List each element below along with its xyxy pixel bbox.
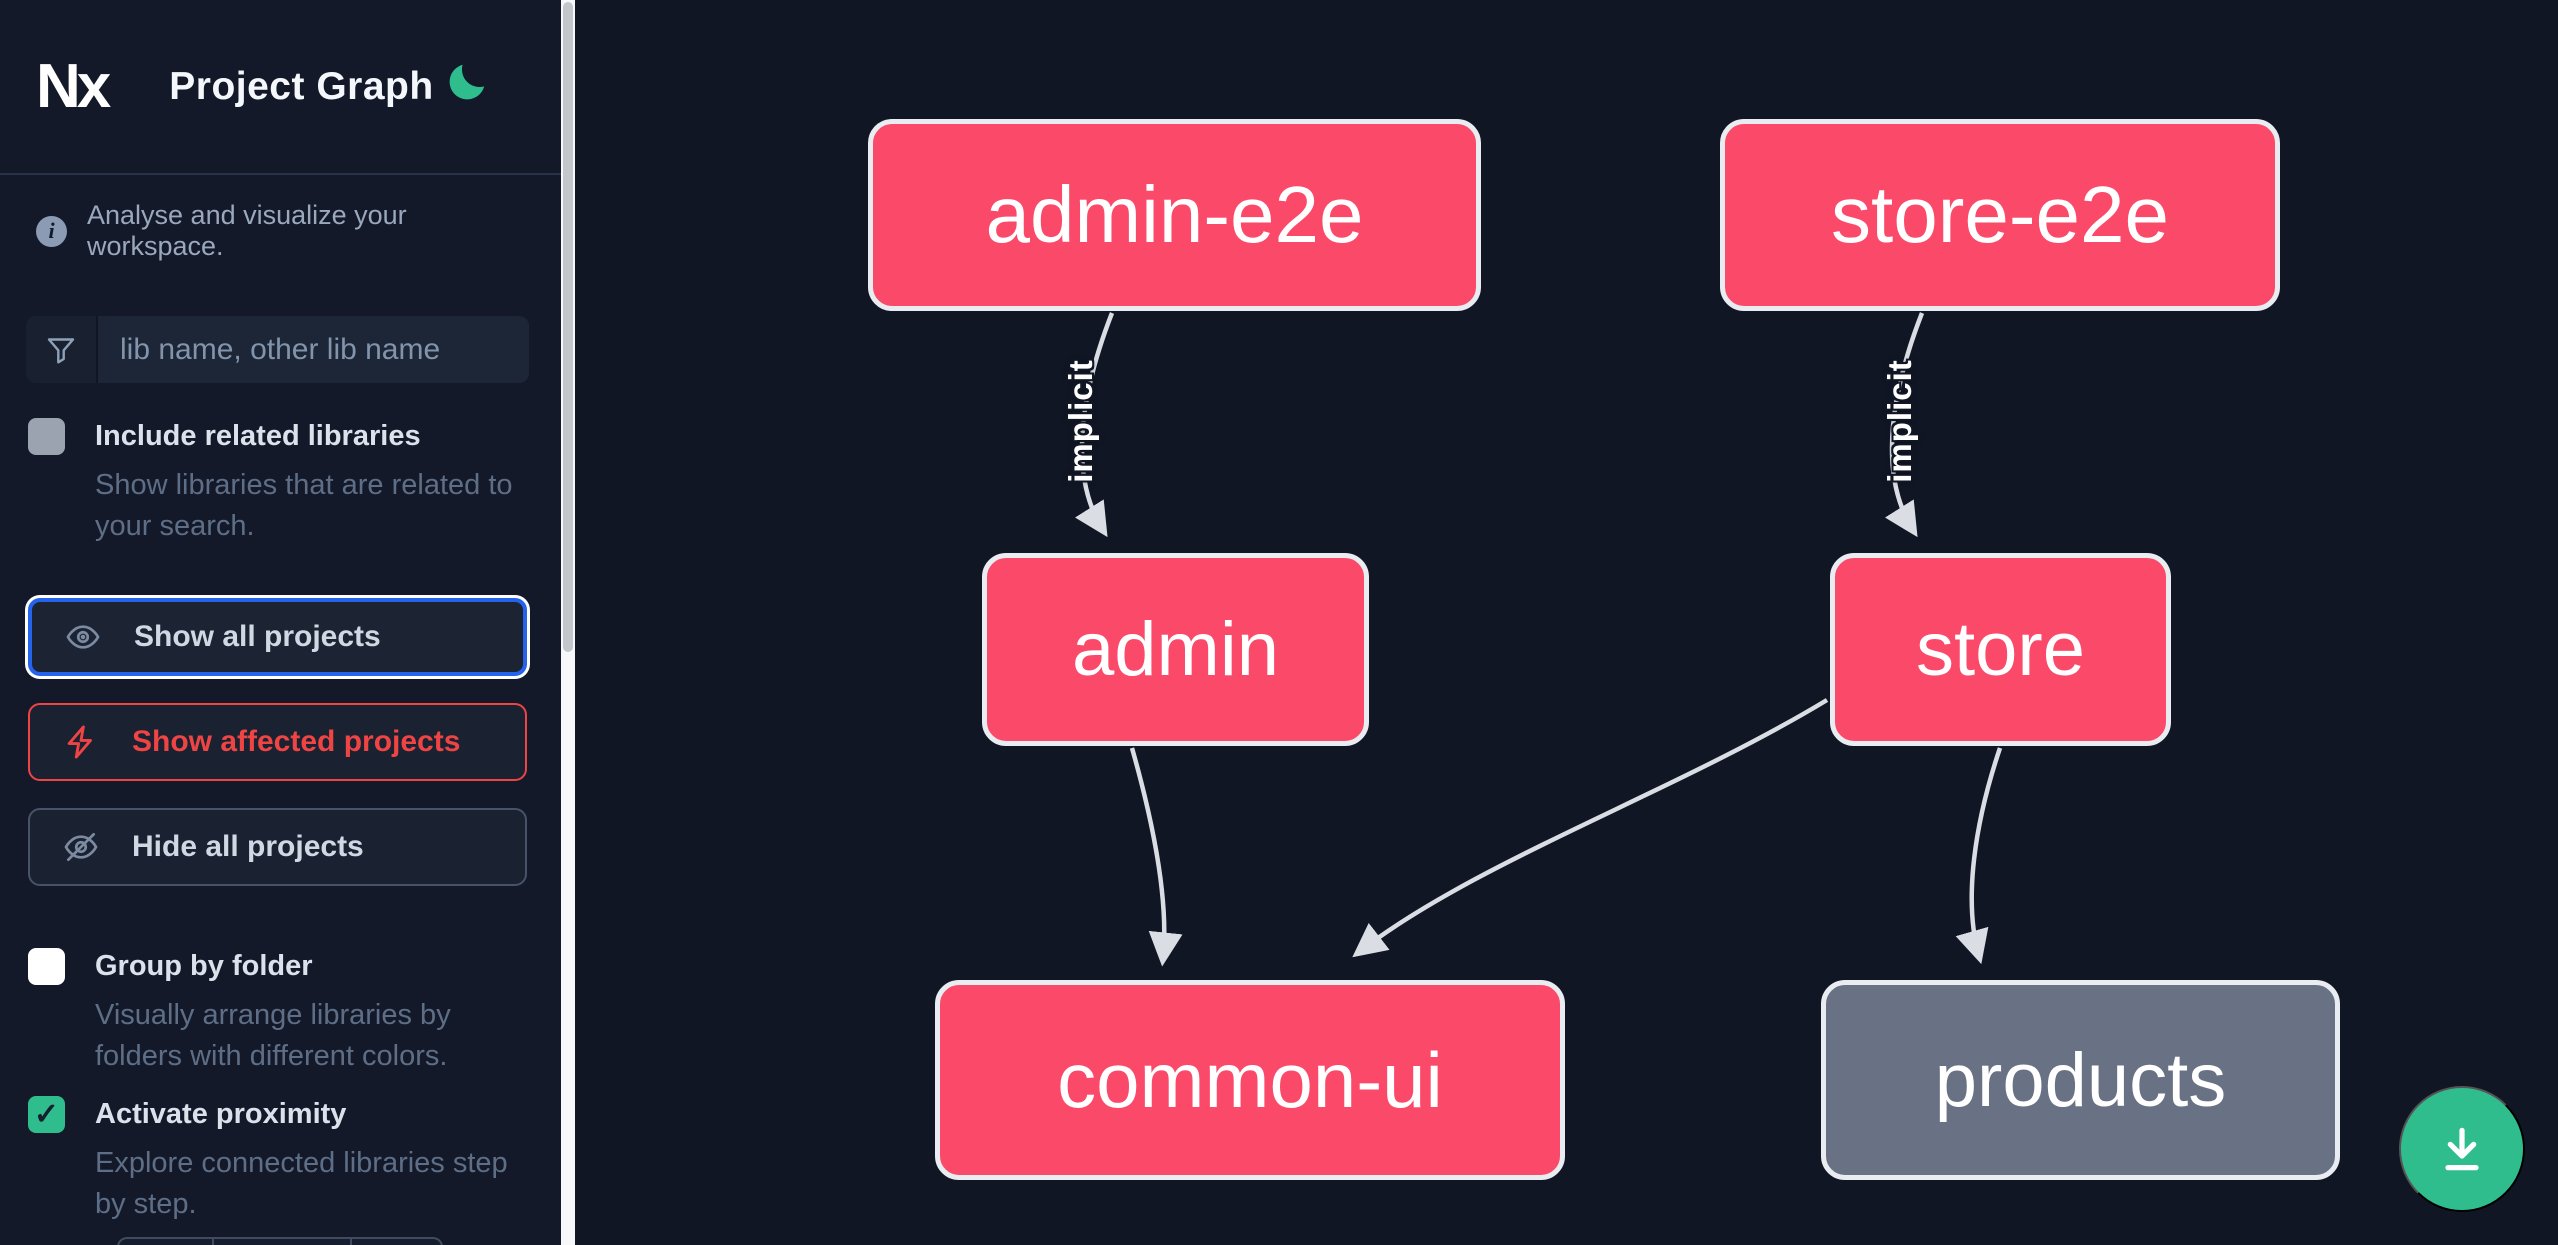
node-products[interactable]: products xyxy=(1821,980,2340,1180)
show-all-projects-button[interactable]: Show all projects xyxy=(28,598,527,676)
node-common-ui[interactable]: common-ui xyxy=(935,980,1565,1180)
button-label: Show all projects xyxy=(134,620,381,653)
edge-admin-common-ui xyxy=(1129,747,1183,967)
dependency-edges xyxy=(1075,312,2003,967)
sidebar: Nx Project Graph i Analyse and visualize… xyxy=(0,0,561,1245)
edge-admin-e2e-admin xyxy=(1075,312,1115,538)
library-filter xyxy=(26,316,529,383)
option-description: Explore connected libraries step by step… xyxy=(95,1147,508,1220)
download-icon xyxy=(2445,1127,2479,1171)
moon-icon xyxy=(449,64,485,100)
eye-slash-icon xyxy=(64,832,98,862)
include-related-checkbox[interactable] xyxy=(28,418,65,455)
option-label: Include related libraries xyxy=(95,420,421,452)
eye-icon xyxy=(66,625,100,649)
edge-store-products xyxy=(1955,747,2003,965)
activate-proximity-checkbox[interactable]: ✓ xyxy=(28,1096,65,1133)
edge-store-e2e-store xyxy=(1885,312,1925,538)
edge-store-common-ui xyxy=(1352,698,1829,958)
group-by-folder-checkbox[interactable] xyxy=(28,948,65,985)
sidebar-scrollbar-thumb[interactable] xyxy=(563,2,573,652)
node-admin[interactable]: admin xyxy=(982,553,1369,746)
sidebar-scrollbar-track[interactable] xyxy=(561,0,575,1245)
dark-mode-toggle[interactable] xyxy=(443,58,491,106)
tagline-text: Analyse and visualize your workspace. xyxy=(87,200,407,261)
option-description: Show libraries that are related to your … xyxy=(95,469,513,542)
project-graph-canvas[interactable]: implicit implicit admin-e2e store-e2e ad… xyxy=(575,0,2558,1245)
option-activate-proximity: ✓ Activate proximity Explore connected l… xyxy=(28,1096,533,1225)
option-include-related: Include related libraries Show libraries… xyxy=(28,418,533,547)
node-store-e2e[interactable]: store-e2e xyxy=(1720,119,2280,311)
button-label: Show affected projects xyxy=(132,725,461,758)
page-title: Project Graph xyxy=(169,64,434,108)
download-graph-button[interactable] xyxy=(2399,1086,2525,1212)
option-label: Group by folder xyxy=(95,950,313,982)
edge-label-implicit: implicit xyxy=(1062,359,1099,483)
option-group-by-folder: Group by folder Visually arrange librari… xyxy=(28,948,533,1077)
show-affected-projects-button[interactable]: Show affected projects xyxy=(28,703,527,781)
workspace-tagline: i Analyse and visualize your workspace. xyxy=(36,200,536,262)
sidebar-header: Nx Project Graph xyxy=(0,0,561,175)
filter-funnel-icon xyxy=(26,316,98,383)
edge-label-implicit: implicit xyxy=(1881,359,1918,483)
node-store[interactable]: store xyxy=(1830,553,2171,746)
button-label: Hide all projects xyxy=(132,830,364,863)
bolt-icon xyxy=(67,725,92,759)
option-description: Visually arrange libraries by folders wi… xyxy=(95,999,451,1072)
info-icon: i xyxy=(36,215,67,247)
nx-logo: Nx xyxy=(36,51,111,121)
proximity-depth-stepper[interactable] xyxy=(117,1237,443,1245)
option-label: Activate proximity xyxy=(95,1098,347,1130)
hide-all-projects-button[interactable]: Hide all projects xyxy=(28,808,527,886)
node-admin-e2e[interactable]: admin-e2e xyxy=(868,119,1481,311)
search-input[interactable] xyxy=(98,316,529,383)
